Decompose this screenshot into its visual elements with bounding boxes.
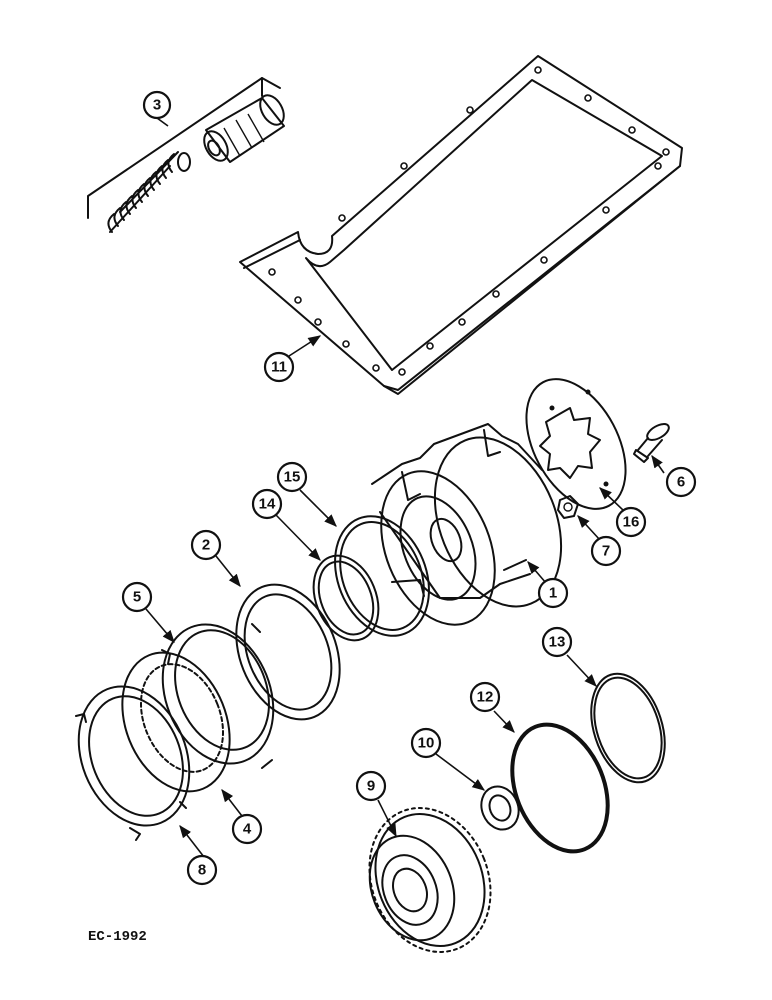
callout-3: 3 bbox=[142, 90, 172, 120]
callout-15-label: 15 bbox=[284, 469, 301, 486]
callout-16: 16 bbox=[615, 506, 647, 538]
callout-1: 1 bbox=[537, 577, 569, 609]
callout-1-label: 1 bbox=[549, 585, 557, 602]
callout-12: 12 bbox=[469, 681, 501, 713]
callout-13-label: 13 bbox=[549, 634, 566, 651]
callout-14-label: 14 bbox=[259, 496, 276, 513]
callout-16-label: 16 bbox=[623, 514, 640, 531]
callout-7-label: 7 bbox=[602, 543, 610, 560]
callout-5: 5 bbox=[121, 581, 153, 613]
part-1-drum bbox=[371, 423, 563, 626]
callout-8-label: 8 bbox=[198, 862, 206, 879]
part-14-ring-inner bbox=[317, 560, 375, 636]
part-15-ring-inner bbox=[339, 521, 425, 631]
part-13-ring bbox=[590, 672, 666, 784]
part-10-washer bbox=[480, 785, 520, 831]
part-4-friction-disc bbox=[121, 651, 231, 793]
callout-9: 9 bbox=[355, 770, 387, 802]
callout-11-label: 11 bbox=[271, 359, 287, 376]
part-10-washer-inner bbox=[488, 794, 512, 822]
valve-body bbox=[203, 94, 285, 163]
callout-6-label: 6 bbox=[677, 474, 685, 491]
part-11-gasket bbox=[239, 55, 683, 395]
callout-14: 14 bbox=[251, 488, 283, 520]
part-12-ring bbox=[510, 722, 610, 854]
part-9-gear bbox=[368, 807, 492, 953]
callout-3-label: 3 bbox=[153, 97, 161, 114]
part-7-nut bbox=[557, 495, 579, 519]
part-14-ring bbox=[312, 554, 380, 642]
callout-4: 4 bbox=[231, 813, 263, 845]
part-13-ring-inner bbox=[593, 676, 663, 780]
callout-15: 15 bbox=[276, 461, 308, 493]
spring bbox=[107, 151, 179, 233]
callout-10: 10 bbox=[410, 727, 442, 759]
part-3-valve-assembly bbox=[87, 77, 285, 233]
callout-5-label: 5 bbox=[133, 589, 141, 606]
callout-2-label: 2 bbox=[202, 537, 210, 554]
part-2-disc bbox=[235, 583, 341, 721]
part-2-disc-inner bbox=[243, 593, 333, 711]
part-6-pin bbox=[633, 423, 670, 463]
drawing-code: EC-1992 bbox=[88, 929, 147, 945]
callout-4-label: 4 bbox=[243, 821, 252, 838]
callout-2: 2 bbox=[190, 529, 222, 561]
callout-6: 6 bbox=[665, 466, 697, 498]
o-ring bbox=[177, 152, 191, 172]
callout-9-label: 9 bbox=[367, 778, 375, 795]
part-16-plate bbox=[525, 378, 627, 510]
callout-13: 13 bbox=[541, 626, 573, 658]
callout-8: 8 bbox=[186, 854, 218, 886]
callout-11: 11 bbox=[263, 351, 295, 383]
leader-lines bbox=[145, 117, 665, 858]
callout-10-label: 10 bbox=[418, 735, 435, 752]
part-15-ring bbox=[334, 515, 430, 637]
part-8-plate bbox=[75, 685, 191, 841]
callout-7: 7 bbox=[590, 535, 622, 567]
callout-12-label: 12 bbox=[477, 689, 494, 706]
gasket-bolt-holes bbox=[268, 66, 670, 376]
